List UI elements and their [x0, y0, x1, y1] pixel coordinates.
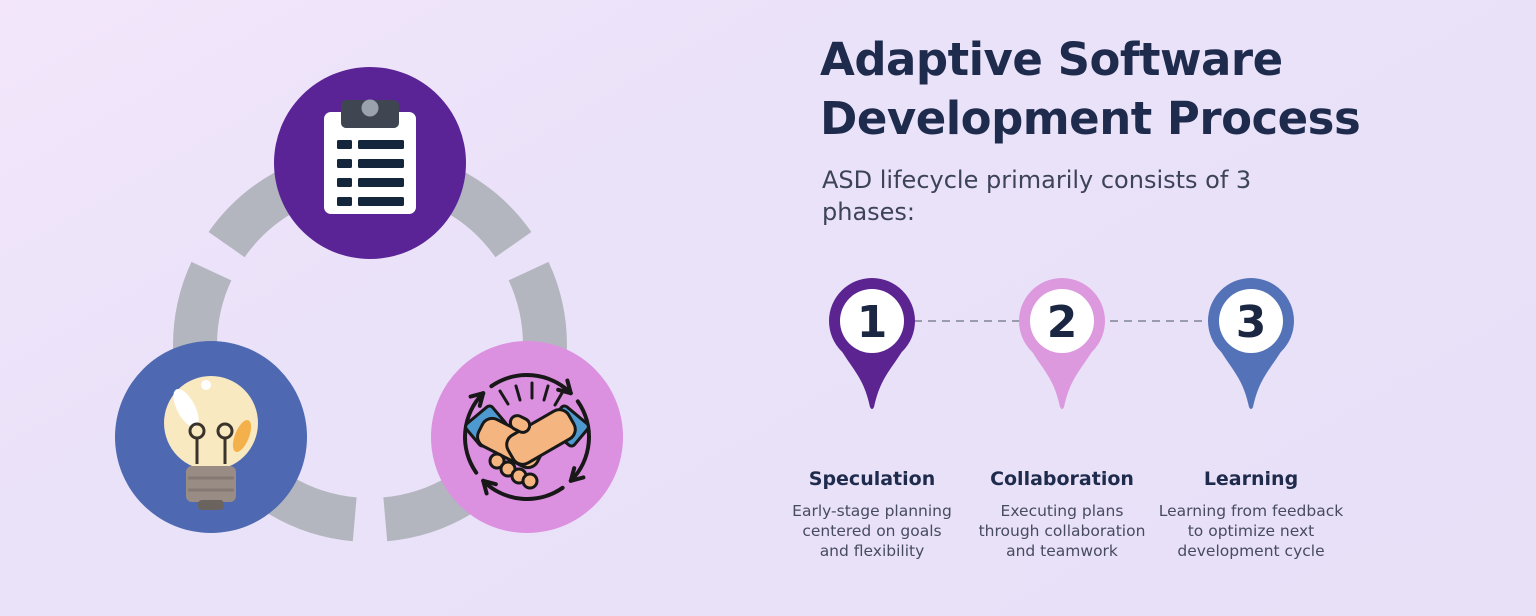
phase-name: Learning [1203, 468, 1299, 490]
phase-timeline: 1 2 3 [829, 278, 1294, 409]
phase-description: Learning from feedback to optimize next … [1158, 502, 1344, 560]
phase-column-collaboration: Collaboration Executing plans through co… [952, 468, 1172, 561]
phase-description: Executing plans through collaboration an… [978, 502, 1146, 560]
phase-pin-3: 3 [1208, 278, 1294, 409]
asd-cycle-diagram [115, 67, 623, 542]
page-title: Adaptive Software Development Process [820, 33, 1361, 146]
node-collaboration [431, 341, 623, 533]
page-subtitle: ASD lifecycle primarily consists of 3 ph… [822, 166, 1252, 227]
handshake-cycle-icon [463, 373, 591, 501]
phase-name: Collaboration [990, 468, 1134, 490]
node-speculation [274, 67, 466, 259]
pin-tail [1031, 350, 1093, 409]
pin-number: 2 [1047, 297, 1078, 348]
phase-pin-2: 2 [1019, 278, 1105, 409]
clipboard-icon [324, 99, 416, 214]
pin-inner-circle [1030, 289, 1094, 353]
pin-tail [1220, 350, 1282, 409]
pin-tail [841, 350, 903, 409]
pin-inner-circle [840, 289, 904, 353]
node-idea [115, 341, 307, 533]
lightbulb-icon [164, 376, 258, 510]
pin-number: 3 [1236, 297, 1267, 348]
phase-pin-1: 1 [829, 278, 915, 409]
phase-column-learning: Learning Learning from feedback to optim… [1141, 468, 1361, 561]
phase-column-speculation: Speculation Early-stage planning centere… [762, 468, 982, 561]
phase-description: Early-stage planning centered on goals a… [792, 502, 952, 560]
pin-number: 1 [857, 297, 888, 348]
phase-name: Speculation [808, 468, 936, 490]
pin-inner-circle [1219, 289, 1283, 353]
